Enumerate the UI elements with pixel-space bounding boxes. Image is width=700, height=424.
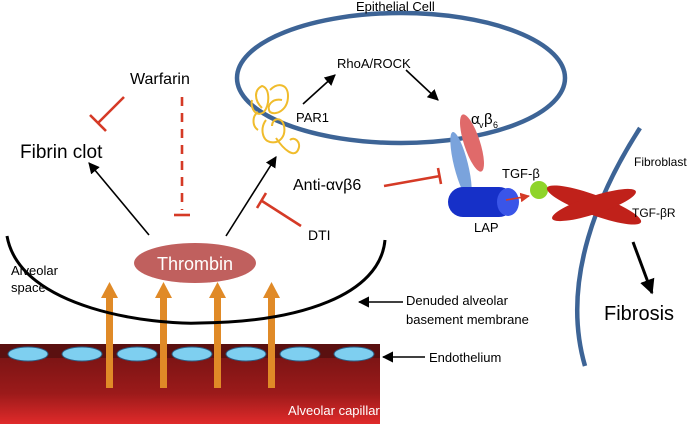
lap-shape [448, 187, 514, 217]
tgf-beta-receptor [552, 188, 636, 222]
integrin-alpha-v [460, 114, 484, 172]
inhibitor-anti-avb6 [383, 167, 443, 188]
basement-membrane [5, 235, 387, 325]
alveolar-capillary [0, 355, 380, 424]
label-tgf-beta-r: TGF-βR [632, 206, 676, 220]
arrow-tgf-release [505, 192, 530, 203]
label-epithelial-cell: Epithelial Cell [356, 0, 435, 14]
label-anti-avb6: Anti-αvβ6 [293, 177, 361, 194]
thrombin-shape [134, 243, 256, 283]
label-fibroblast: Fibroblast [634, 155, 687, 169]
leakage-arrows [101, 282, 280, 388]
label-alveolar-capillary: Alveolar capillary [288, 403, 387, 418]
endothelial-cell [279, 346, 321, 362]
endothelial-cells [7, 346, 375, 362]
arrow-thrombin-to-fibrin [88, 162, 150, 236]
inhibitor-dti [255, 192, 302, 228]
label-par1: PAR1 [296, 110, 329, 125]
label-dti: DTI [308, 227, 331, 243]
fibroblast-membrane [575, 126, 642, 367]
label-alveolar-space-1: Alveolar [11, 263, 59, 278]
par1-receptor [250, 84, 300, 155]
endothelial-cell [61, 346, 103, 362]
label-integrin-alpha: α [471, 111, 480, 128]
tgf-beta-ball [530, 181, 548, 199]
label-lap: LAP [474, 220, 499, 235]
lap-end [497, 188, 519, 216]
label-endothelium: Endothelium [429, 350, 501, 365]
label-integrin: α v β 6 [471, 111, 498, 130]
label-fibrin-clot: Fibrin clot [20, 142, 103, 163]
arrow-thrombin-to-par1 [225, 156, 277, 237]
arrow-par1-to-rhoa [302, 74, 336, 105]
inhibitor-warfarin-fibrin [89, 96, 125, 132]
label-integrin-beta: β [484, 111, 493, 128]
arrow-rhoa-to-integrin [405, 69, 439, 101]
label-tgf-beta: TGF-β [502, 166, 540, 181]
epithelial-cell-membrane [234, 10, 568, 146]
label-denuded-1: Denuded alveolar [406, 293, 509, 308]
label-rhoa-rock: RhoA/ROCK [337, 56, 411, 71]
leakage-arrow [101, 282, 118, 388]
endothelial-cell [171, 346, 213, 362]
label-thrombin: Thrombin [157, 254, 233, 274]
label-fibrosis: Fibrosis [604, 303, 674, 325]
integrin-beta6 [450, 131, 472, 199]
endothelial-cell [333, 346, 375, 362]
label-denuded-2: basement membrane [406, 312, 529, 327]
inhibitor-warfarin-thrombin [174, 97, 190, 217]
label-integrin-alpha-sub: v [479, 120, 484, 130]
endothelial-cell [225, 346, 267, 362]
endothelial-cell [116, 346, 158, 362]
label-warfarin: Warfarin [130, 71, 190, 88]
leakage-arrow [209, 282, 226, 388]
label-integrin-beta-sub: 6 [493, 120, 498, 130]
arrow-to-fibrosis [631, 241, 655, 295]
leakage-arrow [263, 282, 280, 388]
label-alveolar-space-2: space [11, 280, 46, 295]
endothelial-cell [7, 346, 49, 362]
leakage-arrow [155, 282, 172, 388]
